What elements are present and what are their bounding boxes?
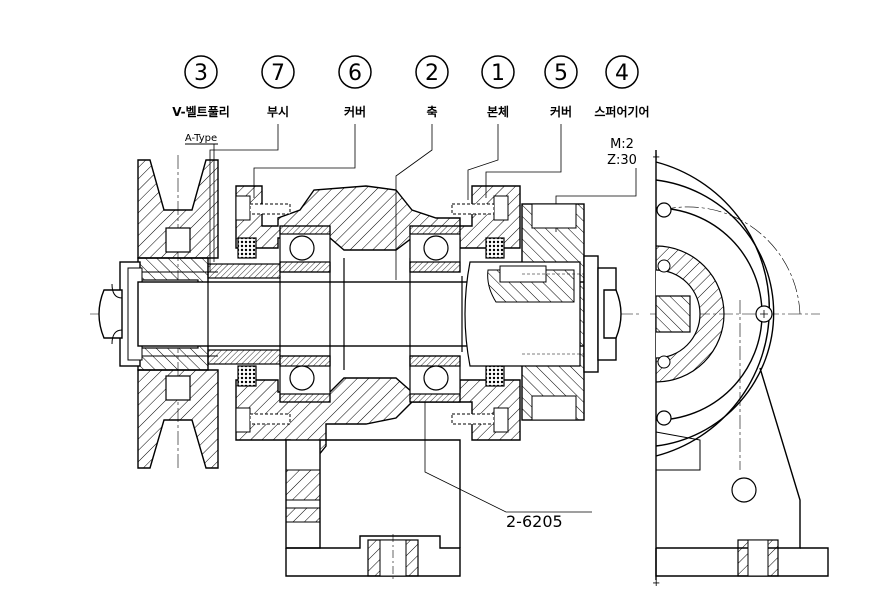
balloon-1: 1 본체	[481, 55, 515, 119]
balloon-number: 7	[271, 61, 285, 86]
balloon-number: 2	[425, 61, 439, 86]
right-nut	[583, 255, 622, 373]
spur-gear	[464, 203, 590, 421]
part-label-cover-right: 커버	[550, 104, 572, 119]
break-mark-top: +	[652, 152, 660, 163]
break-mark-bottom: +	[652, 578, 660, 589]
balloon-number: 3	[194, 61, 208, 86]
bearing-right	[409, 225, 461, 403]
gear-module: M:2	[610, 137, 634, 152]
part-label-bush: 부시	[267, 105, 289, 119]
gear-teeth: Z:30	[607, 153, 637, 168]
balloon-3: 3 V-벨트풀리 A-Type	[172, 55, 230, 145]
side-view: + +	[652, 150, 829, 589]
balloon-number: 6	[348, 61, 362, 86]
part-label-body: 본체	[487, 104, 509, 119]
balloon-4: 4 스퍼어기어 M:2 Z:30	[594, 55, 650, 168]
bearing-callout: 2-6205	[506, 512, 563, 531]
cover-bolts	[235, 195, 509, 433]
left-nut	[98, 261, 143, 367]
balloon-2: 2 축	[415, 55, 449, 119]
bearing-left	[279, 225, 331, 403]
bush	[207, 263, 281, 365]
balloon-number: 1	[491, 61, 505, 86]
part-label-cover-left: 커버	[344, 104, 366, 119]
housing-body	[235, 185, 521, 580]
balloon-number: 4	[615, 61, 629, 86]
part-label-shaft: 축	[426, 104, 437, 119]
balloon-7: 7 부시	[261, 55, 295, 119]
balloon-number: 5	[554, 61, 568, 86]
balloon-6: 6 커버	[338, 55, 372, 119]
pulley-type-label: A-Type	[185, 133, 217, 144]
part-label-spur-gear: 스퍼어기어	[594, 104, 649, 119]
part-label-pulley: V-벨트풀리	[172, 104, 230, 119]
balloon-5: 5 커버	[544, 55, 578, 119]
